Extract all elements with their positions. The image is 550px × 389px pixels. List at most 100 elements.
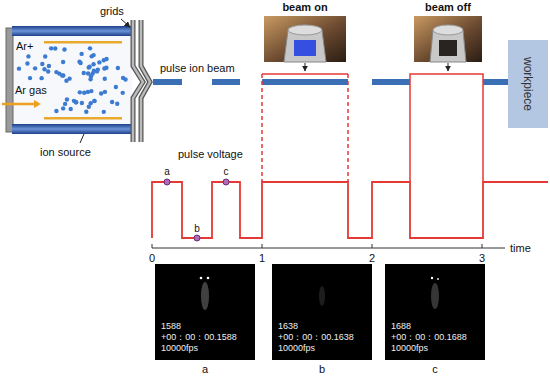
frame-overlay-text: 1588: [161, 321, 181, 332]
pointer-arrow: [448, 63, 449, 71]
beam-pulse: [153, 79, 182, 85]
argon-ion: [92, 99, 96, 103]
spark-dot: [207, 277, 210, 280]
argon-ion: [123, 77, 127, 81]
electrode-line: [44, 41, 122, 44]
plasma-glow: [319, 286, 325, 306]
argon-ion: [116, 66, 120, 70]
argon-ion: [104, 57, 108, 61]
sample-point: [194, 235, 200, 241]
argon-ion: [25, 61, 29, 65]
beam-pulse: [372, 79, 410, 85]
spark-dot: [437, 278, 439, 280]
sample-point: [164, 179, 170, 185]
point-label: a: [164, 165, 170, 178]
plasma-glow: [431, 283, 439, 309]
argon-ion: [87, 64, 91, 68]
argon-ion: [17, 66, 21, 70]
plasma-glow: [201, 282, 209, 310]
beam-opening: [439, 40, 457, 56]
magnet-bar: [12, 124, 132, 134]
beam-off-window: [410, 74, 483, 182]
axis-tick: [482, 244, 483, 248]
argon-ion: [53, 46, 57, 50]
photo-background: [414, 16, 482, 62]
argon-ion: [97, 60, 101, 64]
frame-caption: b: [319, 363, 325, 376]
beam-on-photo: beam on: [264, 16, 346, 62]
axis-tick-label: 0: [149, 252, 155, 265]
argon-ion: [47, 64, 51, 68]
part-label: ion source: [40, 146, 91, 159]
photo-heading: beam on: [282, 1, 327, 14]
argon-ion: [80, 101, 84, 105]
argon-ion: [61, 60, 65, 64]
argon-ion: [61, 106, 65, 110]
axis-tick: [152, 244, 153, 248]
argon-ion: [115, 102, 119, 106]
point-label: b: [194, 222, 200, 235]
argon-ion: [82, 71, 86, 75]
frame-overlay-text: 10000fps: [391, 343, 428, 354]
axis-tick: [262, 244, 263, 248]
sample-point: [223, 179, 229, 185]
grid-plate: [141, 20, 150, 142]
beam-on-window: [347, 74, 349, 182]
beam-label: pulse ion beam: [160, 62, 235, 75]
photo-background: [264, 16, 346, 62]
frame-overlay-text: 1688: [391, 321, 411, 332]
argon-ion: [63, 102, 67, 106]
argon-ion: [65, 97, 69, 101]
high-speed-frame: 1588+00：00：00.158810000fpsa: [155, 264, 255, 360]
argon-ion: [54, 109, 58, 113]
beam-glow: [294, 40, 316, 56]
device-top: [433, 25, 463, 35]
magnet-bar: [12, 26, 132, 36]
point-label: c: [224, 165, 229, 178]
frame-overlay-text: +00：00：00.1638: [278, 332, 354, 343]
frame-overlay-text: 10000fps: [278, 343, 315, 354]
frame-background: [385, 264, 485, 360]
frame-background: [155, 264, 255, 360]
argon-ion: [67, 76, 71, 80]
argon-ion: [103, 76, 107, 80]
beam-on-window: [261, 74, 263, 182]
argon-ion: [77, 59, 81, 63]
argon-ion: [49, 46, 53, 50]
argon-ion: [103, 90, 107, 94]
beam-pulse: [262, 79, 348, 85]
argon-ion: [89, 74, 93, 78]
argon-ion: [99, 91, 103, 95]
argon-ion: [114, 85, 118, 89]
argon-ion: [92, 99, 96, 103]
axis-title: time: [510, 242, 531, 255]
argon-ion: [82, 91, 86, 95]
workpiece-block: workpiece: [508, 40, 548, 128]
beam-pulse: [212, 79, 240, 85]
axis-tick-label: 2: [369, 252, 375, 265]
argon-ion: [110, 100, 114, 104]
pointer-arrow: [305, 63, 306, 71]
block-label: workpiece: [521, 57, 535, 111]
gas-inlet-arrow: [2, 103, 34, 106]
beam-off-photo: beam off: [414, 16, 482, 62]
argon-ion: [39, 76, 43, 80]
part-label: grids: [100, 5, 124, 18]
argon-ion: [102, 66, 106, 70]
argon-ion: [28, 76, 32, 80]
argon-ion: [26, 54, 30, 58]
frame-caption: a: [202, 363, 208, 376]
gas-label: Ar gas: [15, 84, 47, 97]
leader-arrow: [121, 19, 130, 27]
ion-label: Ar+: [16, 40, 33, 53]
frame-overlay-text: +00：00：00.1588: [161, 332, 237, 343]
device-top: [288, 25, 322, 35]
argon-ion: [121, 91, 125, 95]
argon-ion: [46, 69, 50, 73]
leader-line: [80, 134, 84, 143]
argon-ion: [88, 46, 92, 50]
argon-ion: [84, 110, 88, 114]
